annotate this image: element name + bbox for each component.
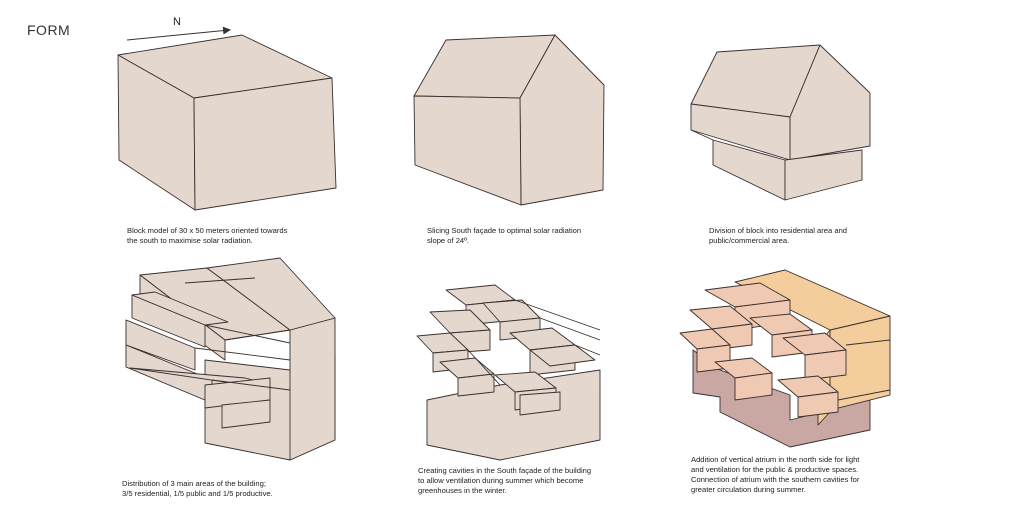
- north-label: N: [173, 16, 181, 28]
- north-arrow: N: [126, 16, 231, 41]
- caption-division: Division of block into residential area …: [709, 226, 848, 245]
- cavities-block-5: [416, 284, 601, 461]
- caption-block-model: Block model of 30 x 50 meters oriented t…: [127, 226, 288, 245]
- block-model-1: [117, 34, 337, 211]
- caption-distribution: Distribution of 3 main areas of the buil…: [122, 479, 273, 498]
- sliced-block-2: [413, 34, 605, 206]
- divided-block-3: [690, 44, 871, 201]
- caption-slicing-facade: Slicing South façade to optimal solar ra…: [427, 226, 582, 245]
- caption-atrium: Addition of vertical atrium in the north…: [691, 455, 860, 494]
- page-title: FORM: [27, 22, 71, 38]
- atrium-block-6: [679, 269, 891, 448]
- caption-cavities: Creating cavities in the South façade of…: [418, 466, 592, 495]
- distribution-block-4: [125, 257, 336, 461]
